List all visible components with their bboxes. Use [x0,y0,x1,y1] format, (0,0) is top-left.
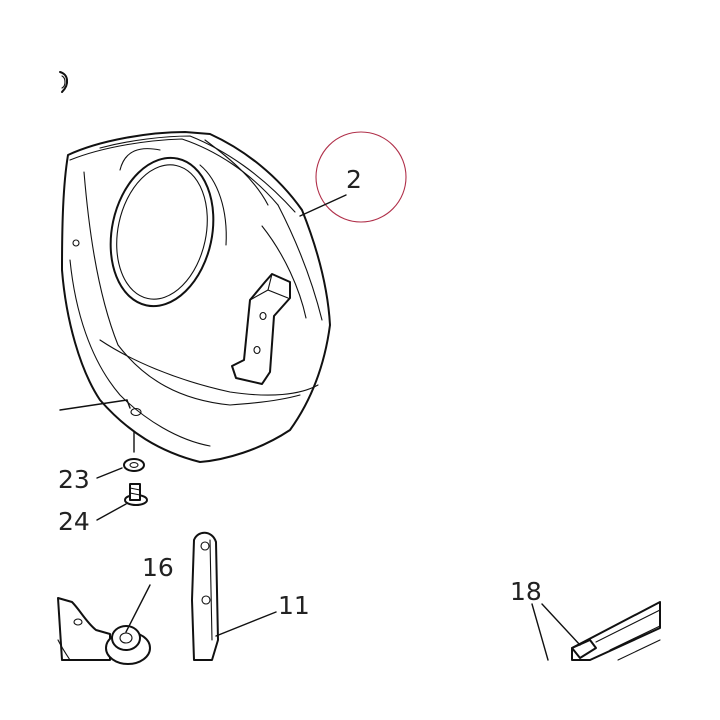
housing-part-2 [61,131,331,463]
part-16-group: 16 [57,553,174,665]
highlight-circle [315,131,407,223]
partial-part-top-left [59,71,68,93]
callout-16: 16 [142,553,174,582]
callout-24: 24 [58,507,90,536]
callout-2: 2 [346,165,362,194]
leader-hole [59,399,131,411]
callout-23: 23 [58,465,90,494]
callout-11: 11 [278,591,310,620]
bracket-part-11: 11 [191,531,310,661]
washer-part-23: 23 [58,431,145,494]
rail-part-18: 18 [510,577,661,661]
screw-part-24: 24 [58,483,148,536]
callout-18: 18 [510,577,542,606]
callout-2-group: 2 [299,131,407,223]
